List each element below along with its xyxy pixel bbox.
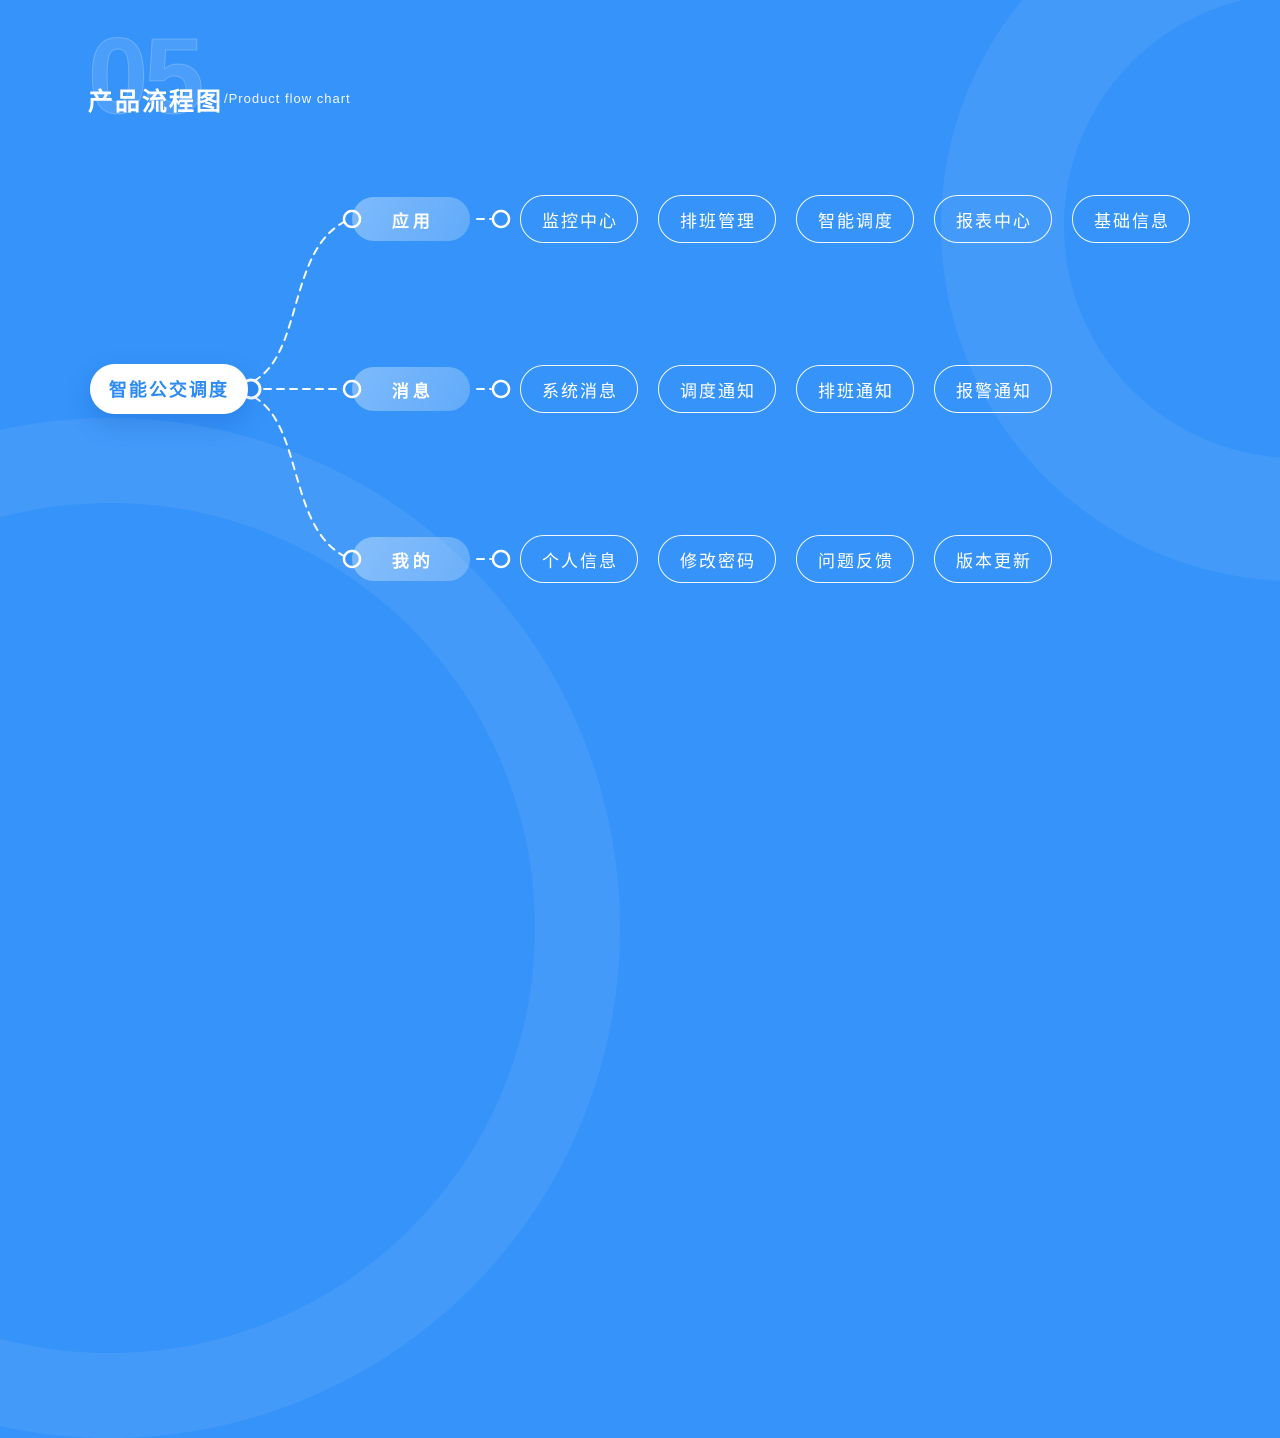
leaf-node: 系统消息	[520, 365, 638, 413]
leaf-node: 版本更新	[934, 535, 1052, 583]
leaf-node: 个人信息	[520, 535, 638, 583]
page-title: 产品流程图	[88, 88, 224, 116]
leaf-node: 报警通知	[934, 365, 1052, 413]
leaf-node: 基础信息	[1072, 195, 1190, 243]
leaf-node: 排班管理	[658, 195, 776, 243]
flow-chart-tree: 智能公交调度 应用 监控中心排班管理智能调度报表中心基础信息消息 系统消息调度通知排…	[90, 195, 1190, 583]
leaf-node: 监控中心	[520, 195, 638, 243]
leaf-node: 报表中心	[934, 195, 1052, 243]
leaf-node: 问题反馈	[796, 535, 914, 583]
branch-node: 我的	[352, 537, 470, 581]
leaf-node: 调度通知	[658, 365, 776, 413]
leaf-node: 排班通知	[796, 365, 914, 413]
branch-node: 消息	[352, 367, 470, 411]
section-index-watermark: 05	[87, 15, 204, 136]
branch-node: 应用	[352, 197, 470, 241]
leaf-node: 修改密码	[658, 535, 776, 583]
leaf-node: 智能调度	[796, 195, 914, 243]
page-subtitle: /Product flow chart	[224, 91, 351, 106]
root-node: 智能公交调度	[90, 364, 248, 414]
